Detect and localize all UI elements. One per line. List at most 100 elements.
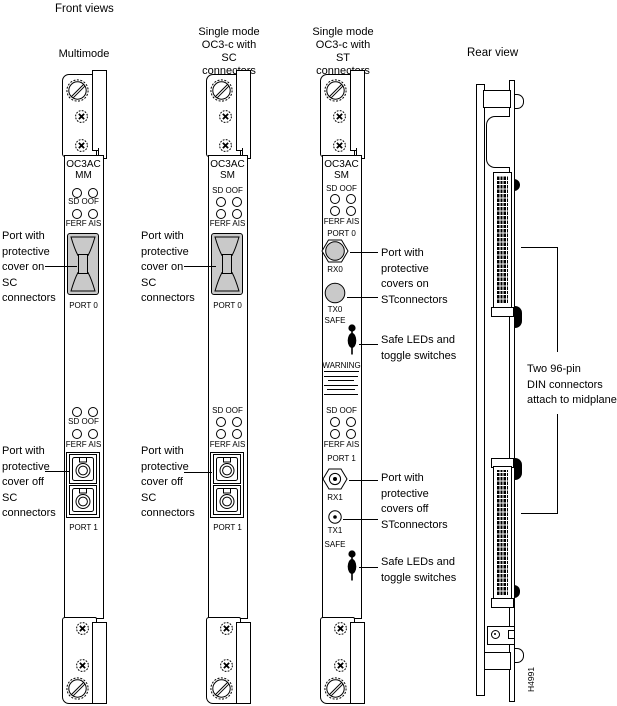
- sd-oof-label: SD OOF: [326, 184, 357, 193]
- bottom-bump: [514, 648, 524, 663]
- sc-connector-covered-icon: [67, 233, 99, 295]
- model-label: OC3AC: [324, 159, 359, 170]
- st-rx-connector-open-icon: [322, 467, 348, 491]
- din-connector-2-foot: [491, 598, 514, 608]
- handle-bar-bottom: [236, 622, 251, 704]
- din-bracket-vertical: [557, 414, 558, 514]
- ais-led: [346, 429, 356, 439]
- ferf-ais-label: FERF AIS: [209, 440, 246, 449]
- front-views-title: Front views: [55, 3, 114, 15]
- oof-led: [88, 407, 98, 417]
- ais-led: [88, 209, 98, 219]
- din-bracket-vertical: [557, 247, 558, 352]
- sd-oof-label: SD OOF: [212, 186, 243, 195]
- sd-led: [72, 188, 82, 198]
- annotation-card3-safe-top: Safe LEDs and toggle switches: [381, 334, 457, 362]
- ferf-ais-label: FERF AIS: [65, 440, 102, 449]
- oof-led: [346, 417, 356, 427]
- din-pin-grid: [496, 470, 508, 596]
- ais-led: [232, 209, 242, 219]
- annotation-card3-covers-off: Port with protective covers off STconnec…: [381, 472, 448, 531]
- leader-line: [184, 266, 216, 267]
- annotation-card3-safe-bottom: Safe LEDs and toggle switches: [381, 556, 457, 584]
- leader-line: [350, 252, 378, 253]
- midplane-stud: [514, 306, 522, 328]
- port0-label: PORT 0: [69, 301, 98, 310]
- bottom-bar: [484, 652, 511, 670]
- sd-led: [330, 194, 340, 204]
- ferf-led: [72, 209, 82, 219]
- fine-print-line: [327, 389, 355, 390]
- figure-id: H4991: [526, 666, 536, 692]
- din-bracket-bottom: [521, 513, 558, 514]
- mode-label: MM: [75, 170, 92, 181]
- tx1-label: TX1: [327, 526, 343, 535]
- model-label: OC3AC: [66, 159, 101, 170]
- ferf-ais-label: FERF AIS: [65, 219, 102, 228]
- captive-screw-icon: [324, 677, 347, 700]
- leader-line: [343, 519, 378, 520]
- midplane-stud: [514, 179, 520, 191]
- card-singlemode-st: OC3AC SM SD OOF FERF AIS PORT 0 RX0 TX0 …: [320, 0, 366, 706]
- fine-print-line: [324, 385, 358, 386]
- faceplate-edge: [509, 80, 515, 702]
- rear-view-title: Rear view: [467, 47, 519, 59]
- annotation-card1-cover-off: Port with protective cover off SC connec…: [2, 445, 56, 519]
- toggle-switch-icon: [346, 324, 358, 356]
- port1-label: PORT 1: [327, 454, 356, 463]
- captive-screw-icon: [66, 677, 89, 700]
- sc-connector-open-icon: [210, 452, 244, 518]
- safe-label: SAFE: [324, 316, 346, 325]
- oof-led: [88, 188, 98, 198]
- phillips-screw-icon: [333, 139, 346, 152]
- card-multimode: OC3AC MM SD OOF FERF AIS PORT 0 SD OOF F…: [62, 0, 108, 706]
- mode-label: SM: [220, 170, 235, 181]
- leader-line: [359, 344, 378, 345]
- sd-oof-label: SD OOF: [326, 406, 357, 415]
- sd-oof-label: SD OOF: [68, 197, 99, 206]
- st-rx-connector-covered-icon: [321, 238, 349, 264]
- fine-print-line: [324, 376, 358, 377]
- phillips-screw-icon: [219, 139, 232, 152]
- handle-bar-bottom: [350, 622, 365, 704]
- port1-label: PORT 1: [213, 523, 242, 532]
- ferf-led: [330, 429, 340, 439]
- phillips-screw-icon: [333, 110, 346, 123]
- annotation-card3-covers-on: Port with protective covers on STconnect…: [381, 247, 448, 306]
- phillips-screw-icon: [76, 622, 89, 635]
- captive-screw-icon: [210, 79, 233, 102]
- toggle-switch-icon: [346, 550, 358, 582]
- annotation-card2-cover-off: Port with protective cover off SC connec…: [141, 445, 195, 519]
- midplane-stud: [514, 458, 522, 480]
- sd-led: [216, 417, 226, 427]
- phillips-screw-icon: [75, 139, 88, 152]
- sd-oof-label: SD OOF: [68, 417, 99, 426]
- ferf-led: [72, 429, 82, 439]
- annotation-card1-cover-on: Port with protective cover on SC connect…: [2, 230, 56, 304]
- ferf-ais-label: FERF AIS: [209, 219, 246, 228]
- phillips-screw-icon: [75, 110, 88, 123]
- rx1-label: RX1: [327, 493, 343, 502]
- bracket-tab: [508, 630, 515, 639]
- faceplate: [322, 155, 362, 619]
- annotation-din-connectors: Two 96-pin DIN connectors attach to midp…: [527, 363, 617, 406]
- ferf-ais-label: FERF AIS: [323, 440, 360, 449]
- sd-oof-label: SD OOF: [212, 406, 243, 415]
- bracket-screw-dot: [494, 633, 496, 635]
- ais-led: [346, 206, 356, 216]
- phillips-screw-icon: [334, 622, 347, 635]
- din-connector-1-base: [491, 307, 514, 317]
- captive-screw-icon: [324, 79, 347, 102]
- handle-bar-top: [350, 70, 365, 151]
- leader-line: [45, 266, 77, 267]
- ferf-led: [216, 209, 226, 219]
- leader-line: [359, 567, 378, 568]
- oof-led: [346, 194, 356, 204]
- captive-screw-icon: [210, 677, 233, 700]
- leader-line: [349, 480, 378, 481]
- phillips-screw-icon: [220, 659, 233, 672]
- phillips-screw-icon: [334, 659, 347, 672]
- mode-label: SM: [334, 170, 349, 181]
- captive-screw-icon: [66, 79, 89, 102]
- fine-print-line: [324, 394, 358, 395]
